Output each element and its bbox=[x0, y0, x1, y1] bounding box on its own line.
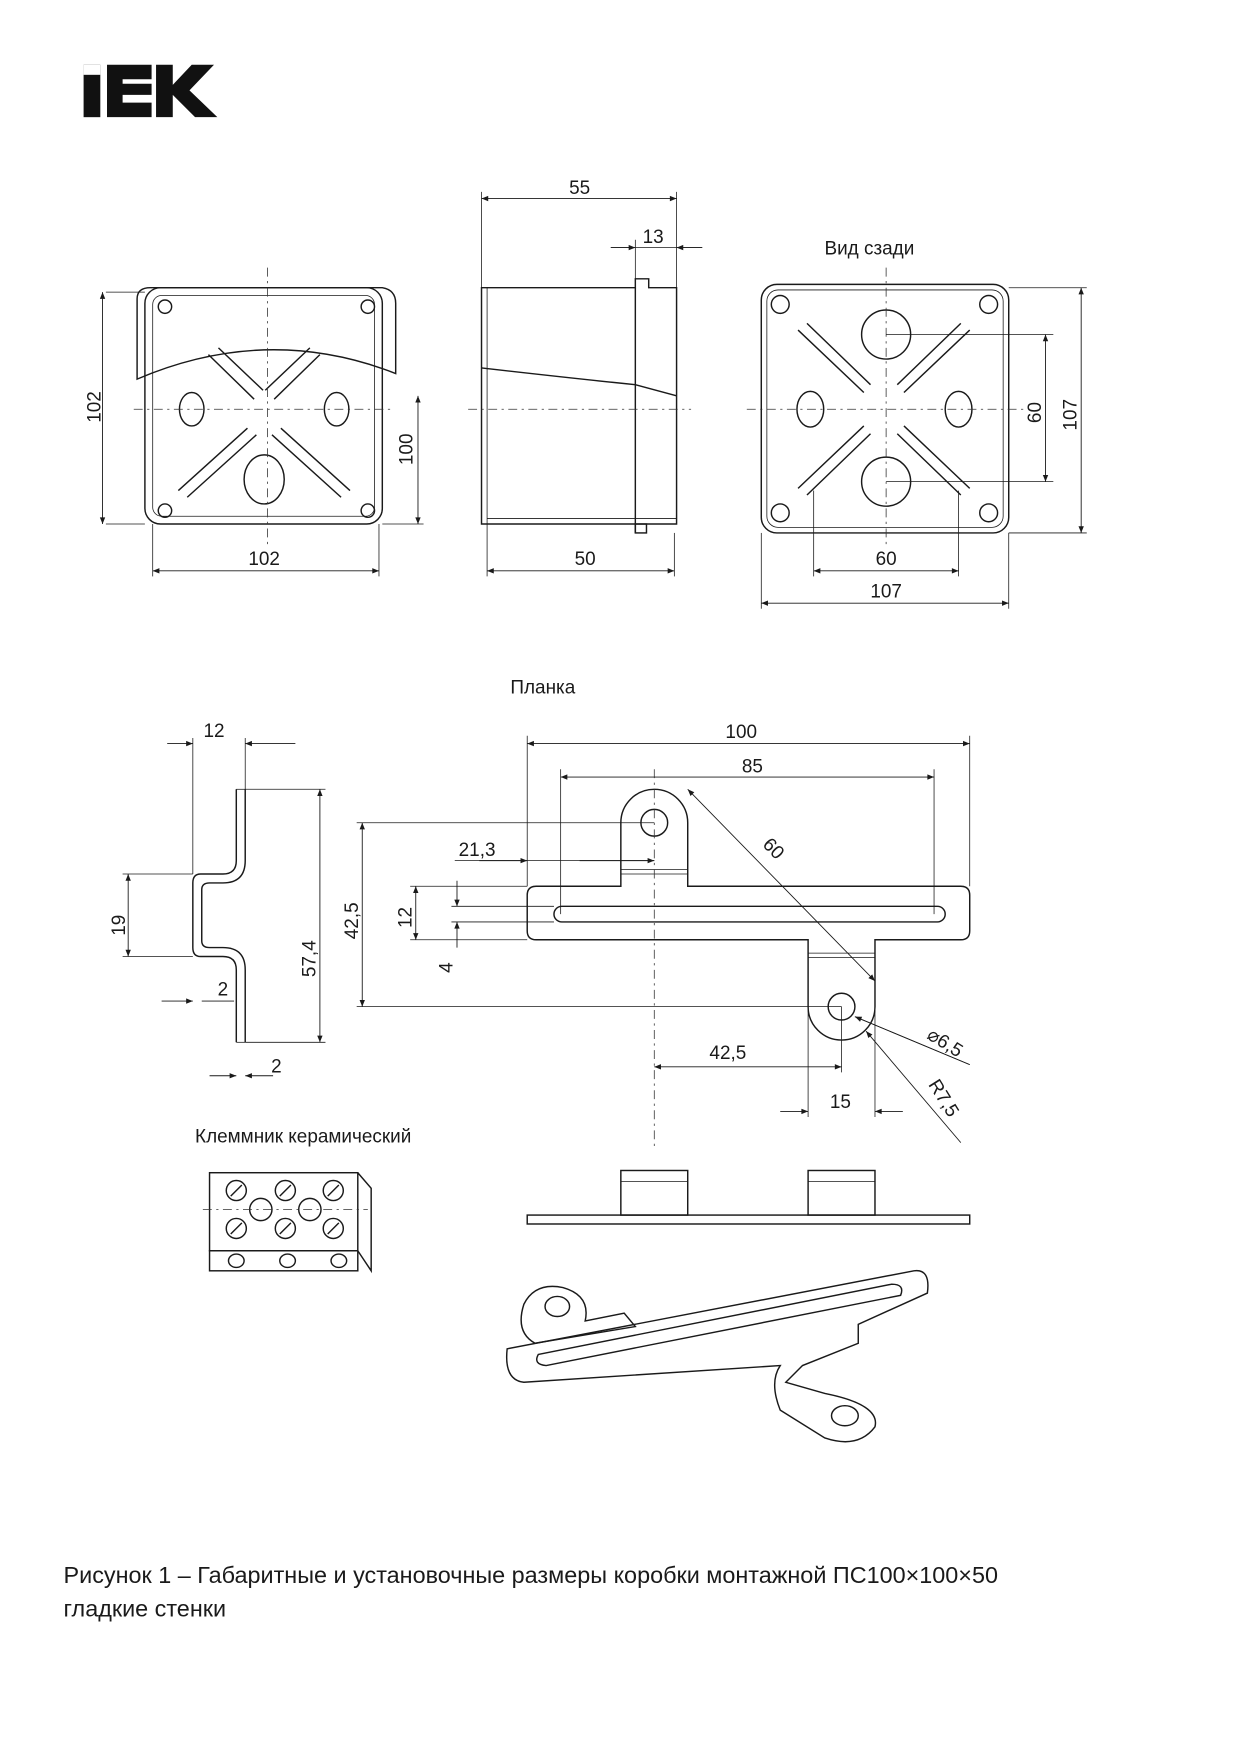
dim-slot-length: 85 bbox=[742, 757, 763, 778]
dim-diagonal: 60 bbox=[758, 834, 788, 864]
dim-profile-offset: 19 bbox=[109, 915, 130, 936]
dim-profile-width: 12 bbox=[203, 721, 224, 742]
terminal-title: Клеммник керамический bbox=[195, 1127, 411, 1148]
dim-front-inner-height: 100 bbox=[396, 434, 417, 466]
caption-line-1: Рисунок 1 – Габаритные и установочные ра… bbox=[64, 1562, 998, 1588]
strap-drawing: Планка 12 19 57,4 2 2 100 85 bbox=[109, 677, 971, 1443]
dim-slot-width: 4 bbox=[437, 962, 458, 973]
back-view-title: Вид сзади bbox=[824, 238, 914, 259]
back-view: Вид сзади 60 107 60 107 bbox=[746, 238, 1087, 609]
strap-title: Планка bbox=[510, 677, 575, 698]
dim-lug-offset: 21,3 bbox=[459, 840, 496, 861]
dim-profile-thickness-1: 2 bbox=[218, 979, 229, 1000]
iek-logo bbox=[83, 64, 218, 118]
dim-back-hole-spacing-v: 60 bbox=[1025, 402, 1046, 423]
dim-back-width: 107 bbox=[870, 582, 902, 603]
dim-side-body: 50 bbox=[575, 549, 596, 570]
dim-lug-spacing: 42,5 bbox=[342, 902, 363, 939]
dim-profile-thickness-2: 2 bbox=[271, 1056, 282, 1077]
dim-profile-height: 57,4 bbox=[299, 940, 320, 977]
dim-front-height: 102 bbox=[84, 391, 105, 423]
dim-front-width: 102 bbox=[248, 549, 280, 570]
dim-side-flange: 13 bbox=[643, 227, 664, 248]
dim-back-height: 107 bbox=[1061, 399, 1082, 431]
dim-side-depth: 55 bbox=[569, 178, 590, 199]
ceramic-terminal-block: Клеммник керамический bbox=[195, 1127, 411, 1274]
dim-hole-diameter: ⌀6,5 bbox=[923, 1024, 966, 1062]
dim-bar-width: 12 bbox=[395, 907, 416, 928]
front-view: 102 100 102 bbox=[84, 267, 424, 577]
strap-isometric bbox=[505, 1269, 929, 1443]
dim-strap-length: 100 bbox=[725, 722, 757, 743]
caption-line-2: гладкие стенки bbox=[64, 1595, 227, 1621]
dim-back-hole-spacing-h: 60 bbox=[876, 549, 897, 570]
dim-lug-width: 15 bbox=[830, 1092, 851, 1113]
dim-lug-x: 42,5 bbox=[709, 1043, 746, 1064]
dim-radius: R7,5 bbox=[924, 1076, 963, 1121]
side-view: 55 13 50 bbox=[468, 178, 703, 577]
